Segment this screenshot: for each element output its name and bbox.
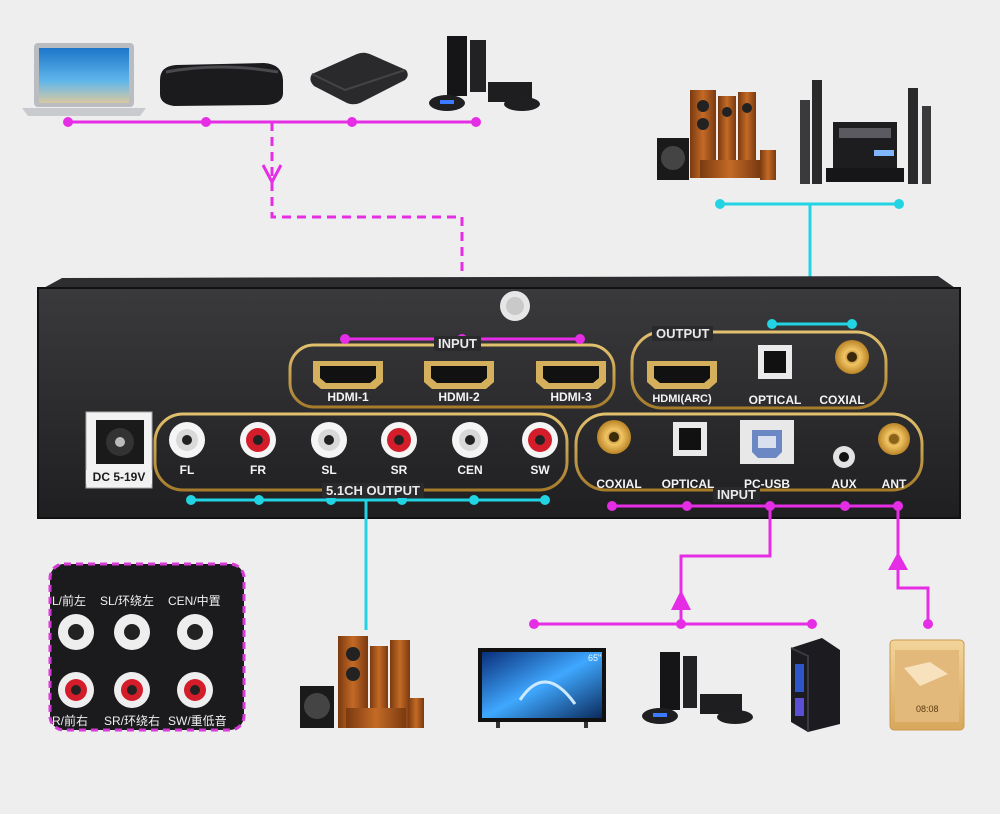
ant-input-label: ANT (881, 477, 907, 491)
ant-to-phone-line (888, 506, 933, 629)
audio-extractor-panel (37, 276, 961, 519)
rca-cen-label: CEN (457, 463, 483, 477)
hdmi-1-label: HDMI-1 (327, 390, 369, 404)
hdmi-input-group-label: INPUT (434, 336, 481, 351)
output-bus-line (715, 199, 904, 323)
zoom-inset (48, 562, 246, 732)
dc-power-label: DC 5-19V (86, 470, 152, 484)
zoom-label-fr: R/前右 (52, 714, 89, 728)
output-51-group-label: 5.1CH OUTPUT (322, 483, 424, 498)
optical-input-port (673, 422, 707, 456)
rca-sr-jack (381, 422, 417, 458)
coaxial-output-jack (835, 340, 869, 374)
zoom-label-sw: SW/重低音 (168, 714, 227, 728)
optical-output-label: OPTICAL (748, 393, 802, 407)
hdmi-2-port (424, 361, 494, 389)
coaxial-input-jack (597, 420, 631, 454)
hdmi-1-port (313, 361, 383, 389)
game-console-icon (642, 652, 753, 724)
rca-fl-jack (169, 422, 205, 458)
output-port-bus-line (767, 319, 857, 329)
rca-sr-label: SR (390, 463, 408, 477)
tv-box-icon (160, 63, 283, 106)
aux-input-jack (833, 446, 855, 468)
rca-sw-label: SW (530, 463, 550, 477)
rca-fr-jack (240, 422, 276, 458)
phone-clock: 08:08 (916, 704, 939, 714)
rca-sl-label: SL (321, 463, 337, 477)
tv-screen-size: 65" (588, 653, 602, 663)
aux-input-label: AUX (831, 477, 857, 491)
bottom-input-group-label: INPUT (713, 487, 760, 502)
laptop-icon (22, 43, 146, 116)
hdmi-3-label: HDMI-3 (550, 390, 592, 404)
speaker-set-icon (657, 90, 776, 180)
usb-to-devices-line (529, 506, 817, 629)
hdmi-3-port (536, 361, 606, 389)
optical-input-label: OPTICAL (661, 477, 715, 491)
hdmi-arc-port (647, 361, 717, 389)
tv-icon (478, 648, 606, 728)
usb-input-port (740, 420, 794, 464)
output-group-label: OUTPUT (652, 326, 714, 341)
zoom-label-sr: SR/环绕右 (104, 714, 161, 728)
coaxial-output-label: COXIAL (819, 393, 865, 407)
zoom-label-cen: CEN/中置 (168, 594, 221, 608)
speaker-set-icon (300, 636, 424, 728)
smartphone-icon (889, 639, 965, 731)
coaxial-input-label: COXIAL (596, 477, 642, 491)
optical-output-port (758, 345, 792, 379)
hdmi-2-label: HDMI-2 (438, 390, 480, 404)
pc-tower-icon (790, 638, 840, 732)
ant-input-jack (878, 423, 910, 455)
rca-fr-label: FR (250, 463, 266, 477)
game-console-icon (429, 36, 540, 111)
media-box-icon (310, 52, 408, 105)
home-theater-icon (800, 80, 931, 184)
rca-sw-jack (522, 422, 558, 458)
rca-cen-jack (452, 422, 488, 458)
rca-sl-jack (311, 422, 347, 458)
zoom-label-fl: L/前左 (52, 594, 87, 608)
hdmi-arc-label: HDMI(ARC) (652, 393, 712, 405)
rca-fl-label: FL (179, 463, 195, 477)
zoom-label-sl: SL/环绕左 (100, 594, 155, 608)
usb-input-label: PC-USB (743, 477, 790, 491)
